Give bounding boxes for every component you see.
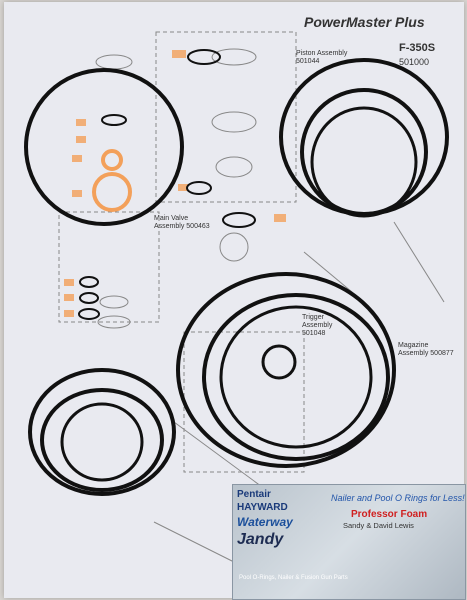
brand-logos: Pentair HAYWARD Waterway Jandy — [237, 489, 327, 551]
highlight-markers — [64, 50, 286, 317]
piston-assembly-label: Piston Assembly 501044 — [296, 50, 348, 65]
model-number: 501000 — [399, 57, 430, 67]
diagram-drawing — [24, 31, 449, 563]
o-rings — [24, 49, 449, 496]
main-valve-assembly-label: Main Valve Assembly 500463 — [154, 215, 210, 230]
jandy-logo: Jandy — [237, 531, 284, 548]
hayward-logo: HAYWARD — [237, 502, 288, 513]
waterway-logo: Waterway — [237, 515, 293, 529]
card-names: Sandy & David Lewis — [343, 521, 414, 530]
magazine-assembly-label: Magazine Assembly 500877 — [398, 342, 454, 357]
business-card: Pentair HAYWARD Waterway Jandy Nailer an… — [232, 484, 466, 600]
product-title: PowerMaster Plus — [304, 14, 425, 30]
card-company: Professor Foam — [351, 509, 428, 520]
card-tagline: Nailer and Pool O Rings for Less! — [331, 493, 465, 503]
model-label: F-350S — [399, 42, 436, 54]
trigger-assembly-label: Trigger Assembly 501048 — [302, 314, 333, 337]
card-footer: Pool O-Rings, Nailer & Fusion Gun Parts — [239, 575, 348, 581]
pentair-logo: Pentair — [237, 489, 271, 500]
parts-diagram-sheet: PowerMaster Plus F-350S 501000 Piston As… — [4, 2, 466, 600]
